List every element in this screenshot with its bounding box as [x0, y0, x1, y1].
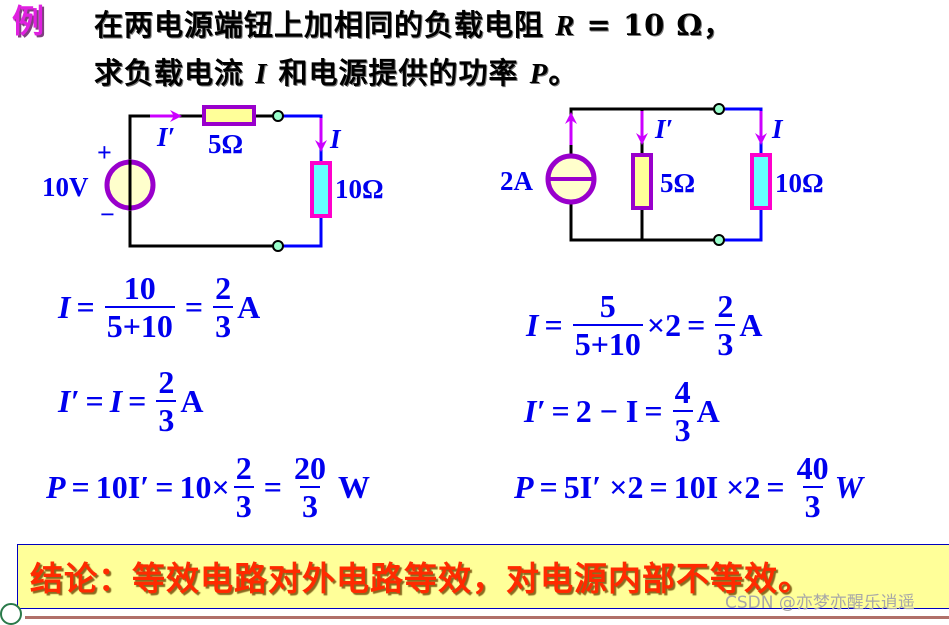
footer-divider: [25, 616, 949, 619]
voltage-source-circuit-diagram: [104, 105, 332, 252]
current-source-circuit-diagram: [545, 103, 772, 246]
current-label-I: I: [772, 114, 783, 144]
current-source-icon: [545, 153, 597, 205]
conclusion-box: [17, 544, 949, 609]
current-arrow-icon: [636, 111, 648, 145]
plus-sign: +: [97, 138, 112, 167]
resistor-10ohm-icon: [750, 153, 772, 210]
voltage-source-icon: [104, 159, 156, 211]
current-arrow-icon: [565, 112, 577, 145]
school-logo-icon: [0, 603, 22, 625]
resistor-label-5ohm: 5Ω: [660, 168, 696, 198]
current-source-label: 2A: [500, 166, 533, 196]
conclusion-text: 结论：等效电路对外电路等效，对电源内部不等效。: [30, 559, 812, 598]
resistor-5ohm-icon: [202, 105, 256, 126]
terminal-icon: [713, 234, 725, 246]
resistor-label-10ohm: 10Ω: [775, 168, 824, 198]
problem-statement-line2: 求负载电流 I 和电源提供的功率 P。: [94, 56, 579, 90]
voltage-source-label: 10V: [42, 172, 89, 202]
resistor-5ohm-icon: [631, 153, 653, 210]
minus-sign: −: [100, 200, 115, 229]
watermark: CSDN @亦梦亦醒乐逍遥: [725, 593, 915, 613]
current-arrow-icon: [315, 118, 327, 152]
current-label-I-prime: I′: [157, 122, 176, 152]
resistor-10ohm-icon: [310, 161, 332, 218]
resistor-label-10ohm: 10Ω: [335, 174, 384, 204]
current-arrow-icon: [755, 111, 767, 145]
terminal-icon: [272, 240, 284, 252]
example-label: 例: [12, 2, 45, 40]
current-label-I: I: [330, 124, 341, 154]
resistor-label-5ohm: 5Ω: [208, 129, 244, 159]
terminal-icon: [272, 110, 284, 122]
current-label-I-prime: I′: [655, 114, 674, 144]
terminal-icon: [713, 103, 725, 115]
current-arrow-icon: [150, 110, 182, 122]
problem-statement-line1: 在两电源端钮上加相同的负载电阻 R = 10 Ω，: [94, 8, 734, 42]
